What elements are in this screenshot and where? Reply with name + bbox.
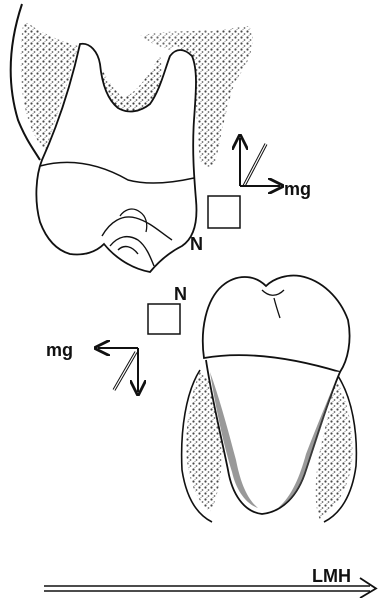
- upper-n-label: N: [190, 234, 203, 254]
- lower-crown-outline: [203, 275, 350, 372]
- lower-force-arrows: [98, 348, 138, 392]
- upper-diagonal-arrow-inner: [244, 144, 266, 186]
- lower-n-box: [148, 304, 180, 334]
- lmh-label: LMH: [312, 566, 351, 586]
- lower-tooth: [182, 275, 357, 522]
- lower-diagonal-arrow-inner: [114, 352, 136, 390]
- lmh-arrowhead: [360, 578, 376, 598]
- upper-mg-label: mg: [284, 179, 311, 199]
- lower-mg-label: mg: [46, 340, 73, 360]
- lower-n-label: N: [174, 284, 187, 304]
- upper-molar: [11, 4, 253, 272]
- upper-force-arrows: [240, 138, 280, 186]
- upper-n-box: [208, 196, 240, 228]
